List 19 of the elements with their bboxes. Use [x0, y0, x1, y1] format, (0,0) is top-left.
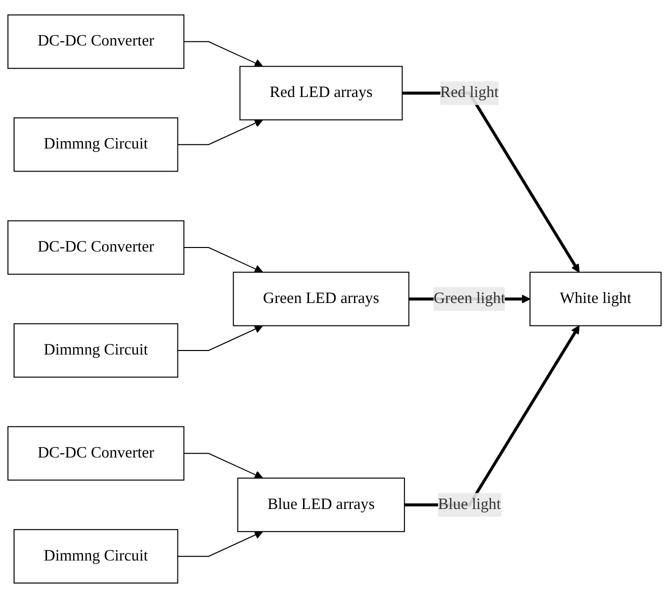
node-box: Dimmng Circuit [14, 528, 178, 584]
edge-label: Blue light [438, 495, 501, 512]
arrow [177, 530, 264, 556]
arrow [177, 118, 264, 145]
node-box: White light [530, 271, 662, 326]
node-box: Green LED arrays [232, 271, 410, 326]
node-box: DC-DC Converter [7, 14, 184, 68]
node-box: DC-DC Converter [7, 426, 184, 480]
edge-label: Green light [434, 290, 506, 306]
arrow [183, 452, 264, 478]
arrow [183, 246, 264, 272]
node-box: Blue LED arrays [237, 477, 405, 532]
edge-label: Red light [440, 84, 499, 101]
node-box: Red LED arrays [239, 65, 403, 120]
arrow [183, 40, 264, 67]
node-box: DC-DC Converter [7, 220, 184, 274]
node-box: Dimmng Circuit [14, 116, 178, 172]
arrow [177, 324, 264, 350]
node-box: Dimmng Circuit [14, 322, 178, 378]
